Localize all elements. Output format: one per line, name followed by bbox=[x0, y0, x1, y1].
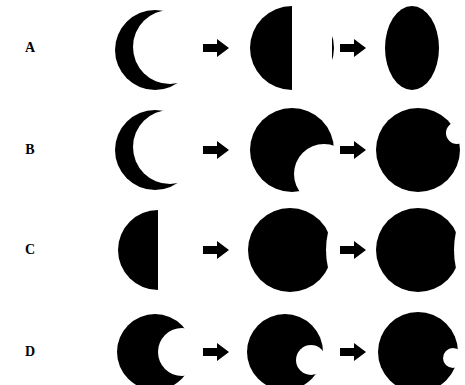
row-d-shapes bbox=[117, 312, 463, 385]
row-letter: B bbox=[25, 143, 34, 157]
arrows bbox=[203, 39, 366, 361]
row-a-shapes bbox=[115, 0, 439, 100]
row-letter: C bbox=[25, 243, 35, 257]
row-b-shapes bbox=[115, 108, 465, 204]
row-letter: A bbox=[25, 41, 35, 55]
row-letter: D bbox=[25, 345, 35, 359]
row-c-shapes bbox=[118, 204, 465, 296]
